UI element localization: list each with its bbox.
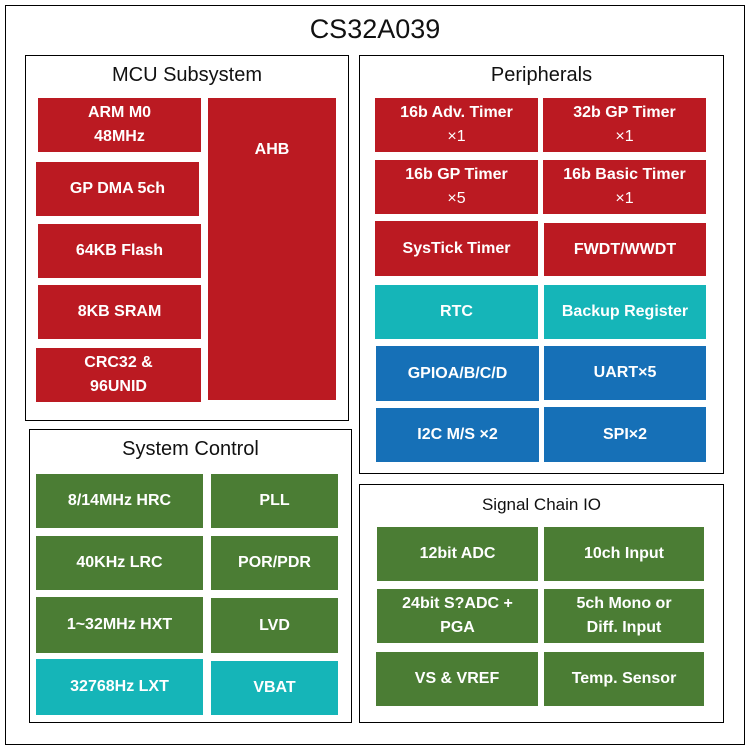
block-temp-sensor: Temp. Sensor (544, 652, 704, 706)
peripherals-title: Peripherals (490, 64, 593, 86)
block-sublabel: 96UNID (90, 378, 147, 395)
block-pll: PLL (211, 474, 338, 528)
block-label: 16b GP Timer (405, 166, 508, 183)
block-crc32-unid: CRC32 & 96UNID (36, 348, 201, 402)
block-sram: 8KB SRAM (38, 285, 201, 339)
block-lxt: 32768Hz LXT (36, 659, 203, 715)
block-label: VS & VREF (414, 670, 500, 687)
block-label: Backup Register (561, 303, 689, 320)
block-label: CRC32 & (84, 354, 153, 371)
block-lvd: LVD (211, 598, 338, 653)
block-sublabel: PGA (440, 619, 475, 636)
block-label: 32768Hz LXT (70, 678, 169, 695)
block-watchdog: FWDT/WWDT (544, 223, 706, 276)
block-label: 24bit S?ADC + (402, 595, 513, 612)
block-adv-timer: 16b Adv. Timer ×1 (375, 98, 538, 152)
block-uart: UART×5 (544, 346, 706, 400)
block-label: 8KB SRAM (77, 303, 162, 320)
block-label: SPI×2 (602, 425, 648, 443)
block-10ch-input: 10ch Input (544, 527, 704, 581)
block-label: AHB (254, 141, 290, 158)
system-control-title: System Control (122, 438, 259, 460)
block-label: 12bit ADC (419, 545, 496, 562)
block-por-pdr: POR/PDR (211, 536, 338, 590)
block-label: 40KHz LRC (76, 554, 163, 571)
block-flash: 64KB Flash (38, 224, 201, 278)
block-label: 32b GP Timer (573, 104, 676, 121)
block-sublabel: ×1 (615, 190, 634, 207)
block-label: 5ch Mono or (576, 595, 672, 612)
block-gp-dma: GP DMA 5ch (36, 162, 199, 216)
block-systick-timer: SysTick Timer (375, 221, 538, 276)
block-label: I2C M/S ×2 (417, 426, 498, 443)
block-label: GP DMA 5ch (69, 180, 166, 197)
signal-chain-title: Signal Chain IO (481, 495, 602, 514)
block-rtc: RTC (375, 285, 538, 339)
block-vbat: VBAT (211, 661, 338, 715)
block-label: RTC (440, 303, 473, 320)
block-i2c: I2C M/S ×2 (376, 408, 539, 462)
block-label: 64KB Flash (75, 242, 164, 259)
block-spi: SPI×2 (544, 407, 706, 462)
block-ahb-bus: AHB (208, 98, 336, 400)
block-lrc: 40KHz LRC (36, 536, 203, 590)
block-vs-vref: VS & VREF (376, 652, 538, 706)
block-gpio: GPIOA/B/C/D (376, 346, 539, 401)
block-label: SysTick Timer (402, 239, 511, 257)
block-12bit-adc: 12bit ADC (377, 527, 538, 581)
block-16b-gp-timer: 16b GP Timer ×5 (375, 160, 538, 214)
block-5ch-input: 5ch Mono or Diff. Input (544, 589, 704, 643)
block-sublabel: Diff. Input (586, 619, 662, 636)
block-backup-register: Backup Register (544, 285, 706, 339)
block-label: VBAT (253, 679, 296, 696)
block-label: 8/14MHz HRC (67, 492, 172, 509)
block-label: LVD (259, 616, 290, 634)
block-label: FWDT/WWDT (573, 240, 677, 258)
block-24bit-adc-pga: 24bit S?ADC + PGA (377, 589, 538, 643)
block-label: PLL (259, 492, 290, 509)
block-sublabel: ×1 (447, 128, 466, 145)
mcu-subsystem-title: MCU Subsystem (111, 64, 263, 86)
block-label: UART×5 (593, 364, 657, 381)
block-basic-timer: 16b Basic Timer ×1 (543, 160, 706, 214)
block-hrc: 8/14MHz HRC (36, 474, 203, 528)
block-label: ARM M0 (87, 104, 152, 121)
block-hxt: 1~32MHz HXT (36, 597, 203, 653)
block-label: Temp. Sensor (571, 670, 677, 687)
block-arm-m0: ARM M0 48MHz (38, 98, 201, 152)
block-32b-gp-timer: 32b GP Timer ×1 (543, 98, 706, 152)
block-label: POR/PDR (238, 554, 311, 571)
block-sublabel: 48MHz (94, 128, 145, 145)
block-label: 10ch Input (583, 545, 664, 562)
block-label: 1~32MHz HXT (66, 616, 173, 633)
block-label: 16b Basic Timer (563, 166, 686, 183)
chip-title: CS32A039 (309, 14, 441, 44)
block-label: GPIOA/B/C/D (407, 364, 508, 382)
block-label: 16b Adv. Timer (400, 104, 513, 121)
block-sublabel: ×5 (447, 190, 466, 207)
block-sublabel: ×1 (615, 128, 634, 145)
